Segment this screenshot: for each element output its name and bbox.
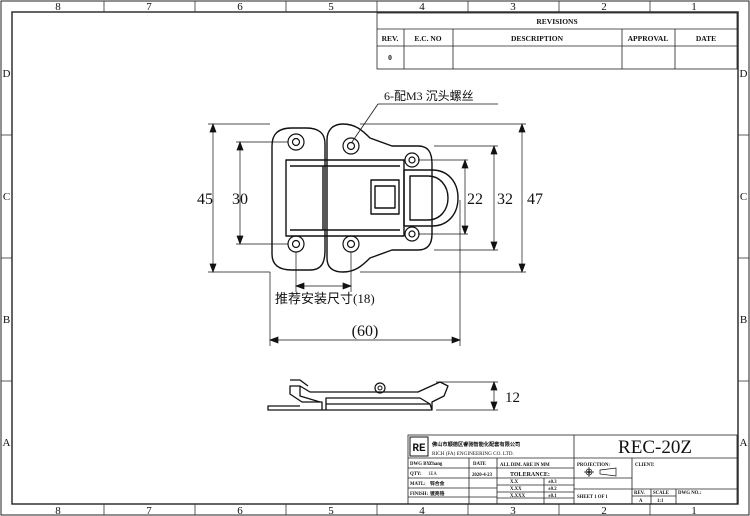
dwg-by-value: Zhang [429, 462, 443, 467]
rev-col-approval: APPROVAL [628, 34, 669, 43]
zone-left-A: A [3, 437, 11, 449]
qty-value: 1EA [428, 472, 437, 477]
right-hook-plate [326, 123, 433, 273]
client-label: CLIENT: [635, 463, 655, 468]
dim-12: 12 [505, 390, 520, 406]
matl-value: 锌合金 [430, 480, 445, 487]
zone-top-8: 8 [55, 1, 61, 13]
zone-top-3: 3 [510, 1, 516, 13]
zone-right-D: D [740, 68, 748, 80]
tol-1-key: X.X [510, 480, 519, 485]
dwg-by-label: DWG BY: [410, 462, 431, 467]
zone-top-5: 5 [328, 1, 334, 13]
zone-top-4: 4 [419, 1, 425, 13]
dim-45: 45 [197, 191, 213, 208]
company-logo: RE [412, 443, 426, 455]
zone-bottom-8: 8 [55, 505, 61, 516]
zone-left-C: C [3, 191, 10, 203]
zone-top-2: 2 [601, 1, 607, 13]
zone-right-C: C [740, 191, 747, 203]
company-name-en: RICH (FA) ENGINEERING CO. LTD. [432, 450, 514, 457]
rev-col-rev: REV. [382, 34, 399, 43]
finish-value: 镀亮铬 [430, 490, 445, 497]
tol-2-key: X.XX [510, 487, 522, 492]
latch-side-view [267, 379, 449, 411]
zone-bottom-2: 2 [601, 505, 607, 516]
date-label: DATE [473, 462, 486, 467]
rev-col-date: DATE [696, 34, 716, 43]
scale-value: 1:1 [657, 499, 664, 504]
company-logo-box [409, 436, 429, 457]
zone-right-A: A [740, 437, 748, 449]
dim-30: 30 [232, 191, 248, 208]
revisions-table [376, 12, 738, 70]
projection-label: PROJECTION: [577, 463, 610, 468]
mount-note: 推荐安装尺寸(18) [275, 291, 375, 306]
sheet-label: SHEET 1 OF 1 [577, 495, 608, 500]
zone-top-1: 1 [691, 1, 697, 13]
zone-bottom-5: 5 [328, 505, 334, 516]
units-note: ALL DIM. ARE IN MM [500, 463, 550, 468]
left-mount-plate [271, 127, 326, 271]
hook-head [403, 169, 459, 227]
tol-3-value: ±0.1 [548, 494, 557, 499]
tol-2-value: ±0.2 [548, 487, 557, 492]
company-name-cn: 佛山市顺德区睿驰智能化配套有限公司 [431, 440, 520, 448]
zone-bottom-4: 4 [419, 505, 425, 516]
tol-3-key: X.XXX [510, 494, 526, 499]
rev-label: REV. [634, 491, 645, 496]
zone-bottom-6: 6 [237, 505, 243, 516]
title-block [407, 434, 738, 505]
rev-row-0-rev: 0 [388, 53, 392, 62]
screw-note: 6-配M3 沉头螺丝 [384, 89, 474, 103]
scale-label: SCALE [653, 491, 669, 496]
lever-body [285, 159, 405, 237]
zone-top-6: 6 [237, 1, 243, 13]
drawing-number: REC-20Z [618, 437, 692, 458]
projection-symbol [584, 467, 617, 477]
rev-col-ecno: E.C. NO [414, 34, 441, 43]
tol-1-value: ±0.3 [548, 480, 557, 485]
latch-top-view [271, 123, 459, 273]
zone-left-B: B [3, 314, 10, 326]
matl-label: MATL: [410, 482, 426, 487]
zone-bottom-7: 7 [146, 505, 152, 516]
dim-32: 32 [497, 191, 513, 208]
dim-47: 47 [527, 191, 543, 208]
dim-22: 22 [467, 191, 483, 208]
qty-label: QTY: [410, 472, 422, 477]
zone-top-7: 7 [146, 1, 152, 13]
rev-value: A [639, 499, 643, 504]
zone-left-D: D [3, 68, 11, 80]
zone-bottom-1: 1 [691, 505, 697, 516]
dim-60: (60) [352, 323, 379, 340]
latch-slot [370, 179, 400, 215]
dwg-no-label: DWG NO.: [678, 491, 702, 496]
rev-col-description: DESCRIPTION [511, 34, 564, 43]
sheet-inner-border [11, 11, 739, 505]
tolerance-label: TOLERANCE: [510, 472, 550, 478]
revisions-title: REVISIONS [536, 17, 577, 26]
side-pivot-pin [374, 382, 386, 394]
finish-label: FINISH: [410, 492, 429, 497]
zone-right-B: B [740, 314, 747, 326]
zone-bottom-3: 3 [510, 505, 516, 516]
date-value: 2020-4-23 [472, 473, 493, 478]
